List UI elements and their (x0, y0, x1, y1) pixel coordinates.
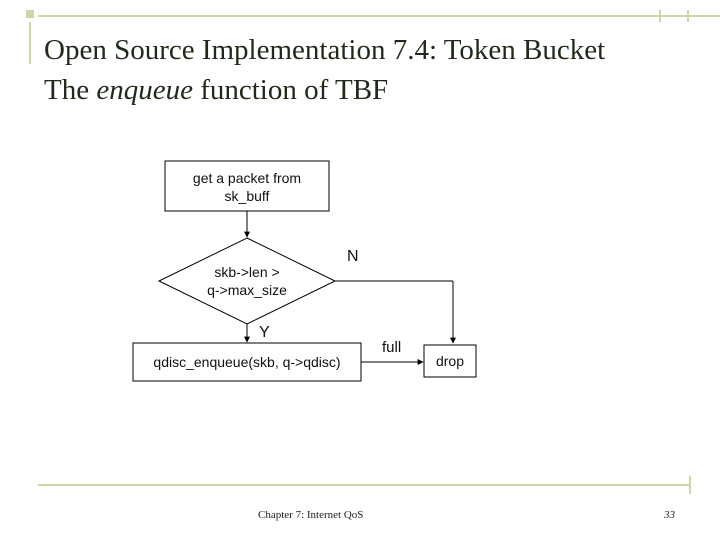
enqueue-box (132, 342, 362, 382)
title-italic-word: enqueue (96, 74, 193, 106)
start-box-line-1: get a packet from (192, 170, 302, 186)
label-no: N (347, 248, 359, 265)
slide-bottom-decoration (38, 476, 691, 494)
start-box-text: get a packet from sk_buff (165, 169, 329, 205)
title-line-2-prefix: The (44, 74, 97, 106)
drop-box (423, 344, 477, 378)
decision-line-2: q->max_size (207, 282, 287, 298)
page-number: 33 (664, 509, 675, 521)
title-line-2-suffix: function of TBF (192, 74, 389, 106)
start-box-line-2: sk_buff (224, 188, 270, 204)
title-line-2: The enqueue function of TBF (44, 70, 704, 110)
slide-top-decoration (26, 10, 720, 64)
drop-box-text: drop (435, 353, 465, 369)
title-line-1: Open Source Implementation 7.4: Token Bu… (44, 34, 606, 66)
start-box (164, 160, 330, 212)
slide-title: Open Source Implementation 7.4: Token Bu… (44, 30, 704, 110)
decision-line-1: skb->len > (214, 264, 280, 280)
decision-text: skb->len > q->max_size (180, 263, 314, 299)
corner-accent (26, 10, 34, 18)
enqueue-box-text: qdisc_enqueue(skb, q->qdisc) (153, 354, 341, 370)
label-full: full (382, 339, 402, 356)
label-yes: Y (259, 324, 270, 341)
footer-chapter: Chapter 7: Internet QoS (258, 509, 364, 521)
